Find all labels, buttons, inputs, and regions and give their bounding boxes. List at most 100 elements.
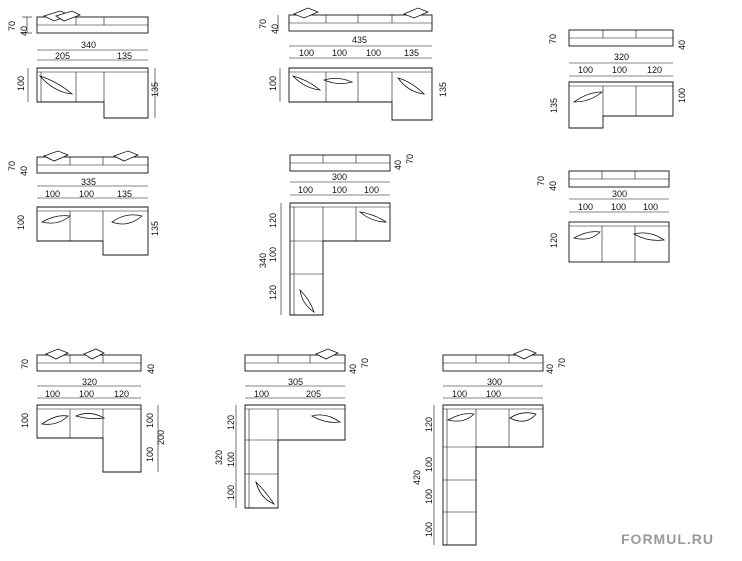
plan-view: 120 100 120 340: [258, 202, 391, 316]
height-seat-label: 40: [19, 26, 29, 36]
side-seg-label: 120: [268, 285, 278, 300]
config-3: 70 40 320 100 100 120 135 100: [548, 29, 687, 129]
height-seat-label: 40: [545, 364, 555, 374]
plan-depth-label: 120: [549, 233, 559, 248]
front-view: [568, 170, 670, 188]
width-total-label: 300: [487, 377, 502, 387]
config-4: 70 40 335 100 100 135 100 135: [7, 150, 160, 256]
plan-view: 135 100: [549, 81, 687, 129]
width-total-label: 305: [288, 377, 303, 387]
seg-label: 100: [578, 65, 593, 75]
height-total-label: 70: [548, 34, 558, 44]
seg-label: 100: [643, 202, 658, 212]
seg-label: 100: [578, 202, 593, 212]
height-total-label: 70: [360, 358, 370, 368]
height-seat-label: 40: [677, 40, 687, 50]
height-total-label: 70: [536, 176, 546, 186]
side-seg-label: 100: [424, 457, 434, 472]
height-seat-label: 40: [270, 24, 280, 34]
plan-depth-label: 100: [268, 76, 278, 91]
side-seg-label: 120: [226, 415, 236, 430]
width-dimensions: 300 100 100 100: [569, 189, 669, 213]
seg-label: 100: [298, 185, 313, 195]
seg-label: 100: [452, 389, 467, 399]
side-seg-label: 100: [226, 452, 236, 467]
width-dimensions: 300 100 100: [443, 377, 543, 399]
plan-depth-label: 100: [16, 76, 26, 91]
side-total-label: 320: [214, 450, 224, 465]
width-dimensions: 305 100 205: [245, 377, 345, 399]
config-5: 40 70 300 100 100 100 120 100 120 340: [258, 154, 415, 316]
seg-label: 100: [366, 48, 381, 58]
config-1: 70 40 340 205 135 100 135: [7, 10, 160, 119]
config-2: 70 40 435 100 100 100 135 100 135: [258, 7, 448, 121]
plan-depth-label: 100: [16, 215, 26, 230]
height-total-label: 70: [7, 21, 17, 31]
config-8: 40 70 305 100 205 120 100 100 320: [214, 348, 370, 509]
front-view: [289, 154, 391, 172]
height-dimensions: 70 40: [536, 176, 558, 191]
side-seg-label: 100: [268, 247, 278, 262]
side-seg-label: 100: [145, 413, 155, 428]
width-total-label: 320: [614, 52, 629, 62]
height-total-label: 70: [557, 358, 567, 368]
seg-label: 135: [404, 48, 419, 58]
front-view: [442, 348, 544, 372]
height-seat-label: 40: [146, 364, 156, 374]
seg-label: 100: [299, 48, 314, 58]
seg-label: 100: [45, 189, 60, 199]
seg-label: 100: [79, 189, 94, 199]
height-dimensions: 70 40: [258, 15, 280, 34]
side-seg-label: 120: [424, 417, 434, 432]
side-seg-label: 100: [424, 522, 434, 537]
height-seat-label: 40: [393, 160, 403, 170]
seg-label: 135: [117, 189, 132, 199]
plan-chaise-label: 135: [438, 82, 448, 97]
seg-label: 100: [332, 48, 347, 58]
plan-view: 100 135: [268, 67, 448, 121]
height-seat-label: 40: [19, 166, 29, 176]
plan-chaise-label: 135: [150, 82, 160, 97]
height-total-label: 70: [20, 359, 30, 369]
side-total-label: 420: [412, 470, 422, 485]
plan-view: 120: [549, 221, 670, 263]
side-seg-label: 100: [226, 485, 236, 500]
plan-view: 100 135: [16, 206, 160, 256]
side-seg-label: 100: [145, 447, 155, 462]
plan-view: 120 100 100 100 420: [412, 404, 544, 546]
side-total-label: 200: [156, 430, 166, 445]
front-view: [244, 348, 346, 372]
seg-label: 100: [486, 389, 501, 399]
height-total-label: 70: [258, 19, 268, 29]
seg-label: 120: [647, 65, 662, 75]
side-seg-label: 120: [268, 213, 278, 228]
front-view: [36, 10, 149, 34]
height-total-label: 70: [405, 154, 415, 164]
seg-label: 135: [117, 51, 132, 61]
seg-label: 100: [332, 185, 347, 195]
config-6: 70 40 300 100 100 100 120: [536, 170, 670, 263]
seg-label: 100: [364, 185, 379, 195]
plan-view: 120 100 100 320: [214, 404, 346, 509]
height-dimensions: 40 70: [393, 154, 415, 170]
config-9: 40 70 300 100 100 120 100 100 100 420: [412, 348, 567, 546]
height-seat-label: 40: [348, 364, 358, 374]
height-dimensions: 70 40: [7, 161, 29, 176]
width-total-label: 435: [352, 35, 367, 45]
width-dimensions: 335 100 100 135: [37, 177, 148, 199]
seg-label: 100: [254, 389, 269, 399]
front-view: [288, 7, 433, 32]
plan-view: 100 135: [16, 67, 160, 119]
watermark-text: FORMUL.RU: [621, 531, 714, 547]
width-total-label: 300: [612, 189, 627, 199]
height-dimensions: 40 70: [545, 358, 567, 374]
seg-label: 205: [306, 389, 321, 399]
plan-depth-label: 100: [677, 88, 687, 103]
width-dimensions: 300 100 100 100: [290, 172, 390, 196]
width-dimensions: 320 100 100 120: [569, 52, 673, 77]
width-total-label: 320: [82, 377, 97, 387]
width-dimensions: 340 205 135: [37, 40, 148, 61]
side-seg-label: 100: [424, 489, 434, 504]
height-dimensions: 40 70: [348, 358, 370, 374]
